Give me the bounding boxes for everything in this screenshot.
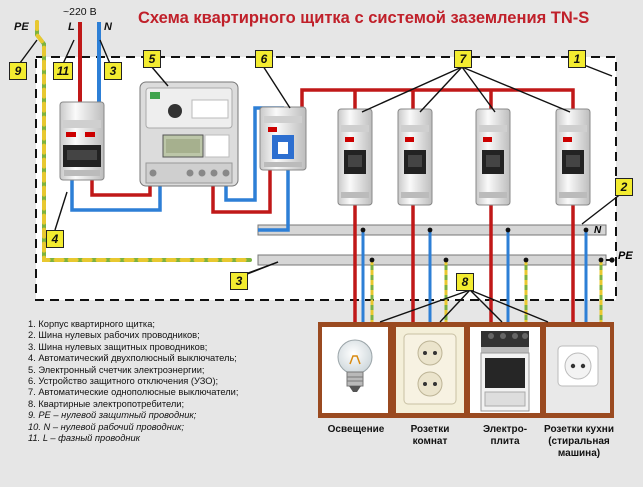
single-pole-breaker — [337, 108, 373, 206]
callout-2: 2 — [615, 178, 633, 196]
neutral-wire-1 — [70, 180, 162, 212]
consumer-caption-stove: Электро- плита — [482, 424, 528, 447]
pe-bus-label: PE — [618, 250, 633, 262]
legend-item: 10. N – нулевой рабочий проводник; — [28, 421, 184, 432]
legend-item: 11. L – фазный проводник — [28, 433, 141, 444]
callout-arrows — [16, 39, 623, 323]
single-pole-breaker — [397, 108, 433, 206]
single-socket-icon — [546, 327, 610, 413]
callout-3a: 3 — [104, 62, 122, 80]
consumer-caption-room-sockets: Розетки комнат — [410, 424, 450, 447]
legend-item: 2. Шина нулевых рабочих проводников; — [28, 330, 200, 341]
callout-9: 9 — [9, 62, 27, 80]
double-pole-breaker — [59, 101, 105, 181]
consumer-caption-lighting: Освещение — [327, 424, 385, 435]
pe-drops — [370, 260, 603, 322]
consumer-caption-kitchen-sockets: Розетки кухни (стиральная машина) — [544, 424, 614, 459]
legend-list: 1. Корпус квартирного щитка; 2. Шина нул… — [28, 319, 238, 444]
callout-1: 1 — [568, 50, 586, 68]
pe-conductor — [35, 20, 252, 262]
legend-item: 3. Шина нулевых защитных проводников; — [28, 341, 208, 352]
callout-6: 6 — [255, 50, 273, 68]
double-socket-icon — [396, 327, 464, 413]
n-top-label: N — [104, 21, 112, 33]
callout-7: 7 — [454, 50, 472, 68]
single-pole-breaker — [475, 108, 511, 206]
pe-top-label: PE — [14, 21, 29, 33]
legend-item: 9. PE – нулевой защитный проводник; — [28, 410, 197, 421]
legend-item: 5. Электронный счетчик электроэнергии; — [28, 364, 205, 375]
callout-11: 11 — [53, 62, 73, 80]
pe-bus — [257, 254, 607, 266]
legend-item: 6. Устройство защитного отключения (УЗО)… — [28, 376, 219, 387]
rcd-device — [259, 106, 307, 171]
neutral-to-bus — [258, 168, 290, 232]
neutral-bus-label: N — [594, 225, 602, 236]
l-top-label: L — [68, 21, 75, 33]
phase-wire-1 — [90, 180, 152, 197]
legend-item: 8. Квартирные электропотребители; — [28, 398, 185, 409]
electricity-meter — [139, 81, 239, 187]
neutral-drops — [361, 230, 588, 322]
callout-8: 8 — [456, 273, 474, 291]
legend-item: 4. Автоматический двухполюсный выключате… — [28, 353, 237, 364]
page-title: Схема квартирного щитка с системой зазем… — [138, 9, 590, 27]
legend-item: 7. Автоматические однополюсные выключате… — [28, 387, 239, 398]
callout-3b: 3 — [230, 272, 248, 290]
legend-item: 1. Корпус квартирного щитка; — [28, 319, 155, 329]
callout-5: 5 — [143, 50, 161, 68]
callout-4: 4 — [46, 230, 64, 248]
phase-wire-2 — [211, 160, 272, 214]
voltage-label: ~220 В — [63, 6, 97, 18]
single-pole-breaker — [555, 108, 591, 206]
electric-stove-icon — [470, 327, 540, 413]
light-bulb-icon — [322, 327, 388, 413]
